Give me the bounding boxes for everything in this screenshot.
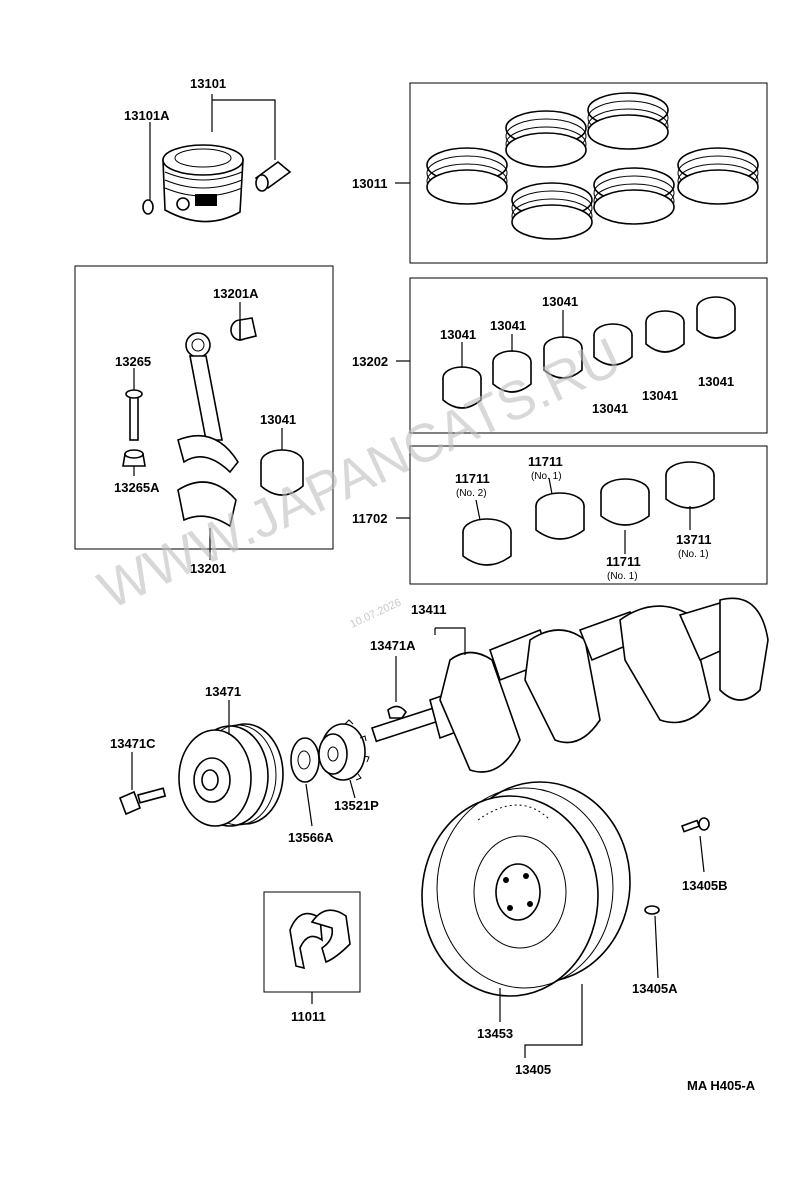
label-11011: 11011: [291, 1009, 326, 1024]
date-stamp: 10.07.2026: [348, 597, 403, 631]
main-bearing-set-box: [409, 445, 768, 585]
pulley-bolt[interactable]: [118, 787, 167, 816]
piston-pin[interactable]: [254, 160, 292, 192]
label-13711: 13711: [676, 532, 711, 547]
connecting-rod-nut[interactable]: [122, 449, 146, 467]
piston-pin-snap-ring[interactable]: [142, 199, 154, 215]
label-13041-rod: 13041: [260, 412, 296, 427]
label-13041-f: 13041: [698, 374, 734, 389]
label-13265: 13265: [115, 354, 151, 369]
piston-ring-set-box: [409, 82, 768, 264]
label-13405a: 13405A: [632, 981, 678, 996]
connecting-rod[interactable]: [177, 332, 239, 474]
label-13041-b: 13041: [490, 318, 526, 333]
label-13101a: 13101A: [124, 108, 170, 123]
piston-assembly[interactable]: [162, 144, 244, 223]
label-13041-d: 13041: [592, 401, 628, 416]
label-13411: 13411: [411, 602, 446, 617]
label-11711-b-note: (No. 1): [531, 471, 562, 482]
label-11702: 11702: [352, 511, 387, 526]
connecting-rod-cap[interactable]: [177, 481, 237, 528]
label-13453: 13453: [477, 1026, 513, 1041]
connecting-rod-box: [74, 265, 334, 550]
crankshaft-pulley[interactable]: [178, 723, 284, 827]
label-13011: 13011: [352, 176, 387, 191]
label-13471a: 13471A: [370, 638, 416, 653]
flywheel-bolt[interactable]: [680, 817, 710, 833]
main-bearing-set[interactable]: [462, 461, 715, 566]
label-13201a: 13201A: [213, 286, 259, 301]
thrust-washer-set[interactable]: [289, 909, 351, 970]
label-13711-note: (No. 1): [678, 549, 709, 560]
rod-bearing-set-box: [409, 277, 768, 434]
crankshaft[interactable]: [370, 597, 769, 773]
label-13566a: 13566A: [288, 830, 334, 845]
label-13471: 13471: [205, 684, 241, 699]
connecting-rod-bushing[interactable]: [230, 317, 257, 342]
label-11711-a-note: (No. 2): [456, 488, 487, 499]
oil-pump-drive-spacer[interactable]: [290, 737, 320, 783]
label-13202: 13202: [352, 354, 388, 369]
label-13521p: 13521P: [334, 798, 379, 813]
connecting-rod-bolt[interactable]: [125, 389, 143, 441]
label-13041-e: 13041: [642, 388, 678, 403]
flywheel-dowel-pin[interactable]: [644, 905, 660, 915]
label-13265a: 13265A: [114, 480, 160, 495]
label-13471c: 13471C: [110, 736, 156, 751]
label-11711-c: 11711: [606, 554, 641, 569]
label-11711-c-note: (No. 1): [607, 571, 638, 582]
flywheel[interactable]: [421, 781, 631, 997]
label-13101: 13101: [190, 76, 226, 91]
label-11711-b: 11711: [528, 454, 563, 469]
piston-ring-set[interactable]: [426, 92, 759, 240]
label-11711-a: 11711: [455, 471, 490, 486]
label-13041-a: 13041: [440, 327, 476, 342]
label-13041-c: 13041: [542, 294, 578, 309]
diagram-code: MA H405-A: [687, 1078, 756, 1093]
rod-bearing-set[interactable]: [442, 296, 736, 409]
crankshaft-timing-gear[interactable]: [318, 719, 370, 781]
label-13405b: 13405B: [682, 878, 728, 893]
label-13405: 13405: [515, 1062, 551, 1077]
label-13201: 13201: [190, 561, 226, 576]
woodruff-key[interactable]: [387, 705, 407, 719]
